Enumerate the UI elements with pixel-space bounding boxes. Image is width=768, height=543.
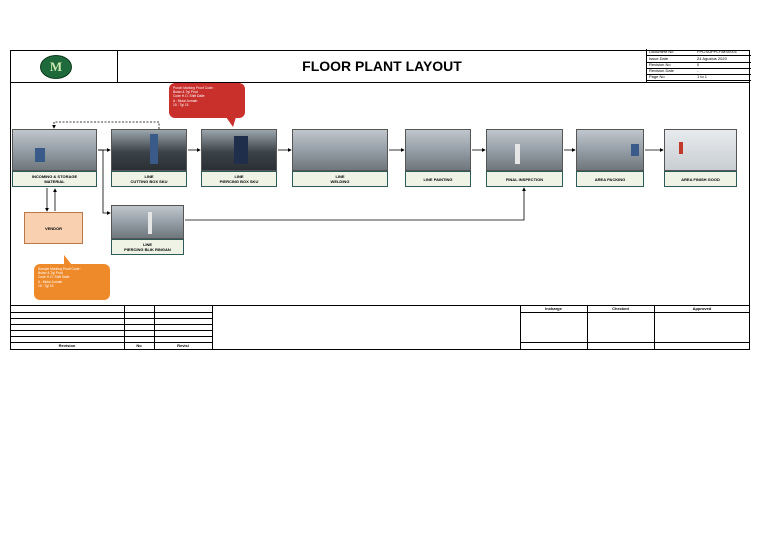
revisi-header: Revisi	[177, 343, 189, 348]
photo-final-inspection	[486, 129, 563, 171]
station-packing: AREA PACKING	[576, 171, 644, 187]
photo-piercing-box	[201, 129, 277, 171]
photo-painting	[405, 129, 471, 171]
info-row: Revision Date-	[647, 68, 751, 75]
photo-welding	[292, 129, 388, 171]
photo-piercing-blik	[111, 205, 184, 239]
photo-cutting	[111, 129, 187, 171]
photo-finish-good	[664, 129, 737, 171]
photo-packing	[576, 129, 644, 171]
callout-punch-marking: Punch Marking Proof Code : Bulan & Tgl P…	[169, 83, 245, 118]
revision-header: Revision	[58, 343, 76, 348]
approved-header: Approved	[692, 306, 712, 311]
logo-cell: M	[11, 51, 118, 82]
company-logo: M	[40, 55, 72, 79]
station-painting: LINE PAINTING	[405, 171, 471, 187]
vendor-box: VENDOR	[24, 212, 83, 244]
station-final-inspection: FINAL INSPECTION	[486, 171, 563, 187]
station-finish-good: AREA FINISH GOOD	[664, 171, 737, 187]
photo-incoming	[12, 129, 97, 171]
page-title: FLOOR PLANT LAYOUT	[302, 58, 462, 74]
incharge-header: Incharge	[545, 306, 562, 311]
no-header: No	[136, 343, 142, 348]
callout-sample-marking: Sample Marking Proof Code : Bulan & Tgl …	[34, 264, 110, 300]
checked-header: Checked	[612, 306, 629, 311]
title-block: Revision No Revisi Incharge Checked Appr…	[10, 305, 750, 350]
